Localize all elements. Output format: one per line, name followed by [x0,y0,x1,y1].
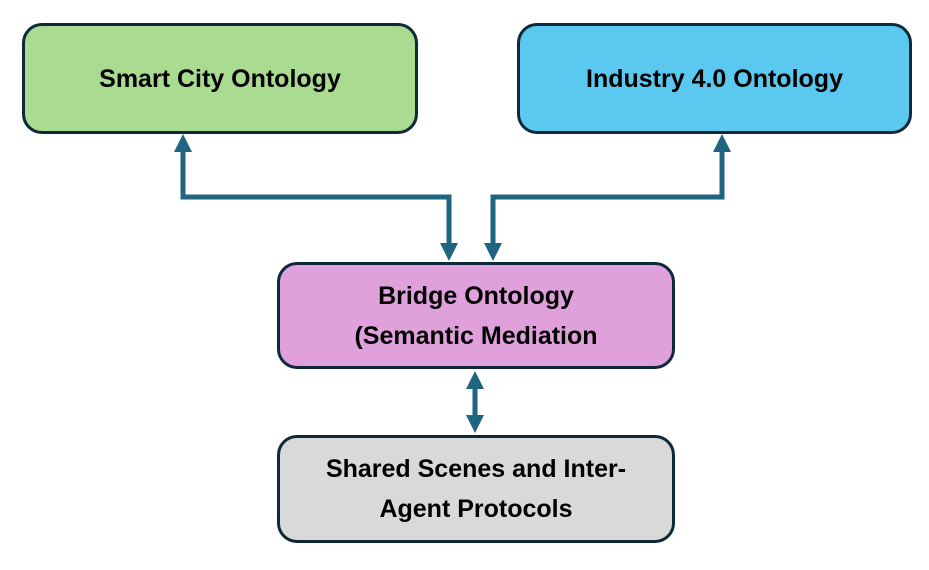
arrowhead-down-icon [466,415,484,433]
node-label: Bridge Ontology [378,281,574,310]
node-label: (Semantic Mediation [354,321,598,350]
arrowhead-up-icon [466,371,484,389]
arrowhead-down-icon [484,243,502,261]
node-label: Shared Scenes and Inter- [325,455,627,483]
arrowhead-up-icon [713,134,731,152]
arrowhead-down-icon [440,243,458,261]
connector-bridge-to-shared-scenes [466,371,484,433]
node-label: Smart City Ontology [99,64,341,93]
node-label: Agent Protocols [379,495,573,523]
node-shared-scenes-protocols: Shared Scenes and Inter- Agent Protocols [277,435,675,543]
node-industry-4-0-ontology: Industry 4.0 Ontology [517,23,912,134]
connector-line [180,150,452,245]
arrowhead-up-icon [174,134,192,152]
connector-line [490,150,725,245]
node-bridge-ontology: Bridge Ontology (Semantic Mediation [277,262,675,369]
connector-bridge-to-industry-40 [484,134,731,261]
node-label: Industry 4.0 Ontology [586,64,843,93]
connector-bridge-to-smart-city [174,134,458,261]
node-smart-city-ontology: Smart City Ontology [22,23,418,134]
